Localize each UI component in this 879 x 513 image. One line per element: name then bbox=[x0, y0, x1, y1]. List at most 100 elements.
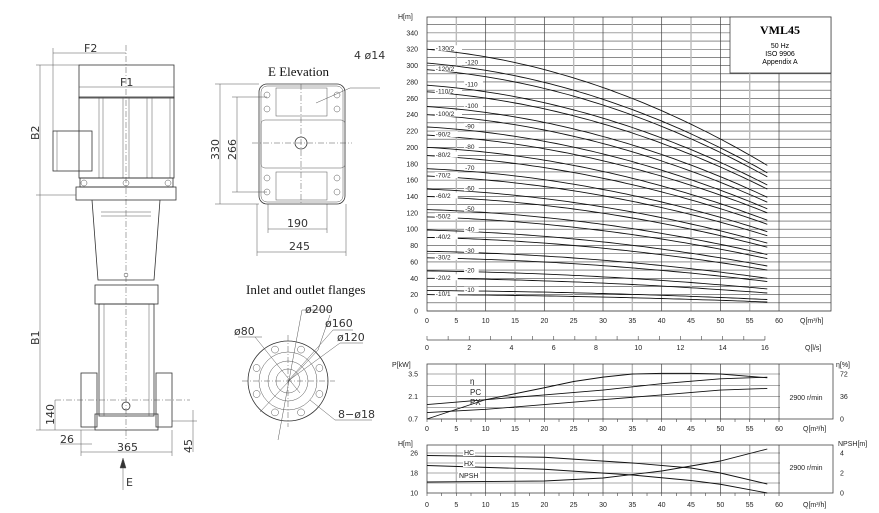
curve-label: -20/2 bbox=[436, 275, 451, 282]
y-tick-label: 40 bbox=[410, 276, 418, 283]
secondary-tick-label: 6 bbox=[552, 345, 556, 352]
series-label: NPSH bbox=[459, 473, 478, 480]
series-pc bbox=[426, 376, 768, 405]
x-tick-label: 0 bbox=[425, 426, 429, 433]
y2-axis-label: η[%] bbox=[836, 362, 850, 369]
series-npsh bbox=[426, 448, 768, 483]
curve-label: -100 bbox=[465, 103, 478, 110]
y-tick-label: 280 bbox=[406, 79, 418, 86]
y-tick-label: 2.1 bbox=[408, 394, 418, 401]
series-label: PX bbox=[470, 398, 481, 407]
dim-200: ø200 bbox=[305, 303, 333, 316]
x-axis-label: Q[m³/h] bbox=[800, 318, 823, 325]
dim-holes: 4 ø14 bbox=[354, 49, 385, 62]
curve-label: -60 bbox=[465, 186, 475, 193]
y-tick-label: 0.7 bbox=[408, 417, 418, 424]
curve-label-bg bbox=[434, 151, 458, 158]
series-hx bbox=[426, 465, 768, 494]
curve-label-bg bbox=[434, 87, 463, 94]
y-tick-label: 0 bbox=[414, 309, 418, 316]
series-label-bg bbox=[463, 449, 475, 456]
y-tick-label: 320 bbox=[406, 47, 418, 54]
x-tick-label: 55 bbox=[746, 502, 754, 509]
x-tick-label: 5 bbox=[454, 426, 458, 433]
dim-140: 140 bbox=[44, 404, 57, 425]
series-label: HC bbox=[464, 450, 474, 457]
bolt-hole bbox=[252, 390, 261, 398]
secondary-tick-label: 12 bbox=[677, 345, 685, 352]
x-tick-label: 30 bbox=[599, 502, 607, 509]
head-curve bbox=[427, 290, 768, 300]
y-tick-label: 10 bbox=[410, 491, 418, 498]
y-tick-label: 18 bbox=[410, 471, 418, 478]
curve-label-bg bbox=[464, 143, 479, 150]
x-tick-label: 45 bbox=[687, 502, 695, 509]
curve-label-bg bbox=[464, 122, 479, 129]
dim-b2: B2 bbox=[29, 125, 42, 140]
head-curve bbox=[426, 188, 768, 244]
curve-label-bg bbox=[464, 185, 479, 192]
dim-f1: F1 bbox=[120, 76, 133, 89]
curve-label: -60/2 bbox=[436, 193, 451, 200]
curve-label: -90/2 bbox=[436, 132, 451, 139]
x-tick-label: 20 bbox=[540, 318, 548, 325]
y-tick-label: 300 bbox=[406, 63, 418, 70]
dim-45: 45 bbox=[182, 439, 195, 453]
motor-flange bbox=[75, 186, 177, 201]
secondary-tick-label: 16 bbox=[761, 345, 769, 352]
series-px bbox=[426, 388, 768, 414]
x-tick-label: 60 bbox=[775, 318, 783, 325]
terminal-box bbox=[52, 130, 93, 172]
x-tick-label: 35 bbox=[628, 426, 636, 433]
dim-160: ø160 bbox=[325, 317, 353, 330]
curve-label-bg bbox=[464, 247, 479, 254]
legend-box: VML45 50 Hz ISO 9906 Appendix A bbox=[729, 16, 832, 74]
y2-tick-label: 4 bbox=[840, 451, 844, 458]
x-tick-label: 10 bbox=[482, 426, 490, 433]
head-curve bbox=[426, 146, 768, 221]
curve-label: -50/2 bbox=[436, 213, 451, 220]
x-tick-label: 15 bbox=[511, 318, 519, 325]
curve-label-bg bbox=[434, 131, 458, 138]
series-label: η bbox=[470, 377, 474, 386]
x-tick-label: 5 bbox=[454, 502, 458, 509]
dim-245: 245 bbox=[289, 240, 310, 253]
secondary-tick-label: 2 bbox=[467, 345, 471, 352]
curve-label-bg bbox=[464, 205, 479, 212]
x-tick-label: 35 bbox=[628, 318, 636, 325]
y2-tick-label: 0 bbox=[840, 491, 844, 498]
curve-label: -30 bbox=[465, 248, 475, 255]
elevation-title: E Elevation bbox=[268, 64, 330, 79]
x-tick-label: 60 bbox=[775, 502, 783, 509]
y2-tick-label: 36 bbox=[840, 394, 848, 401]
x-tick-label: 30 bbox=[599, 426, 607, 433]
y-tick-label: 20 bbox=[410, 292, 418, 299]
bolt-hole bbox=[271, 345, 279, 354]
lantern-bracket bbox=[91, 199, 161, 281]
curve-label: -120 bbox=[465, 60, 478, 67]
curve-label-bg bbox=[434, 65, 463, 72]
curve-label-bg bbox=[434, 192, 458, 199]
pump-column bbox=[98, 303, 155, 417]
y2-axis-label: NPSH[m] bbox=[838, 441, 867, 448]
x-axis-label: Q[m³/h] bbox=[803, 426, 826, 433]
curve-label-bg bbox=[434, 172, 458, 179]
curve-label: -70 bbox=[465, 165, 475, 172]
y-axis-label: P[kW] bbox=[392, 362, 411, 369]
curve-label: -70/2 bbox=[436, 173, 451, 180]
y-axis-label: H[m] bbox=[398, 441, 413, 448]
curve-label-bg bbox=[434, 110, 463, 117]
y-tick-label: 340 bbox=[406, 30, 418, 37]
curve-label: -30/2 bbox=[436, 254, 451, 261]
curve-label: -40/2 bbox=[436, 234, 451, 241]
curve-label: -20 bbox=[465, 267, 475, 274]
y2-tick-label: 72 bbox=[840, 372, 848, 379]
x-tick-label: 40 bbox=[658, 426, 666, 433]
head-curve bbox=[426, 62, 768, 174]
dim-26: 26 bbox=[60, 433, 74, 446]
curve-label-bg bbox=[464, 102, 483, 109]
x-tick-label: 50 bbox=[716, 318, 724, 325]
head-curve bbox=[426, 84, 768, 186]
